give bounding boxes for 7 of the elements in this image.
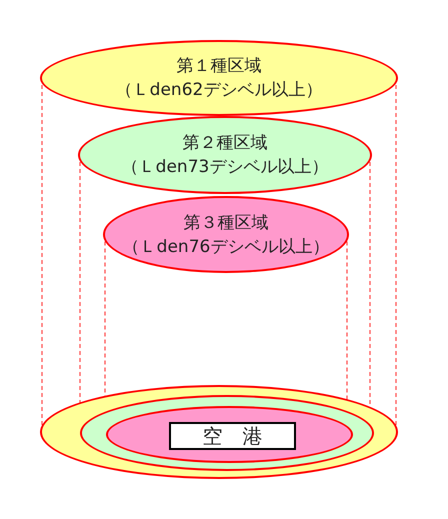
zone-threshold: （Ｌden73デシベル以上） — [122, 156, 328, 179]
zone-name: 第３種区域 — [184, 212, 268, 234]
zone-threshold: （Ｌden62デシベル以上） — [116, 79, 322, 102]
zone-threshold: （Ｌden76デシベル以上） — [122, 236, 330, 258]
zone-name: 第１種区域 — [176, 55, 262, 78]
zone-name: 第２種区域 — [182, 132, 268, 155]
airport-label: 空 港 — [169, 422, 296, 450]
